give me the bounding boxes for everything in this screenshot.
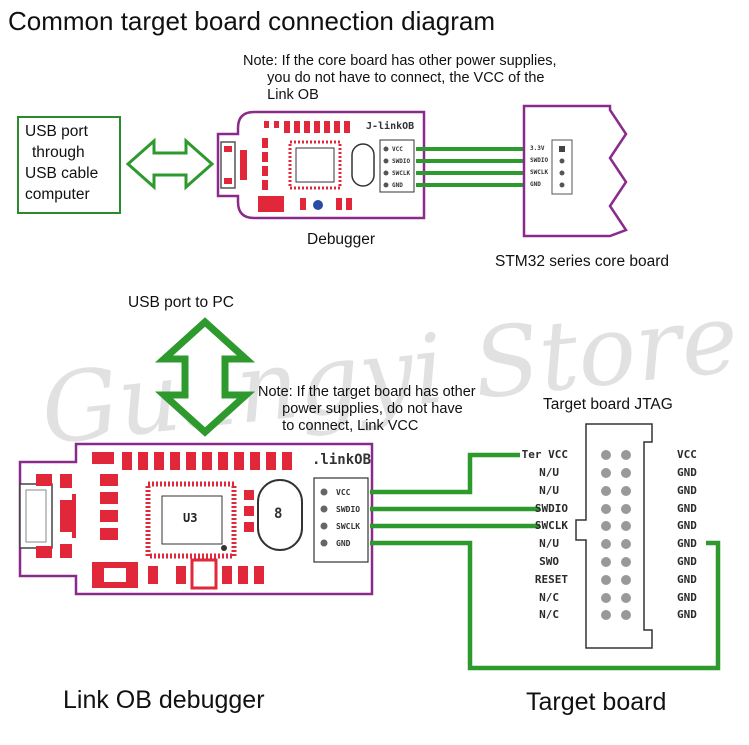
jtag-left-pin-19: N/C [539, 608, 559, 621]
core-board-label: STM32 series core board [495, 253, 670, 270]
jtag-left-pin-7: SWDIO [534, 502, 568, 515]
top-pin-gnd: GND [392, 182, 403, 189]
jtag-right-pin-6: GND [677, 484, 697, 497]
usb-to-pc-arrow [154, 317, 256, 437]
bottom-board-title: .linkOB [312, 452, 372, 468]
top-pin-vcc: VCC [392, 146, 403, 153]
usb-to-pc-label: USB port to PC [128, 294, 234, 311]
bottom-pad-row [92, 452, 292, 588]
jtag-right-pin-16: GND [677, 573, 697, 586]
top-wires [416, 147, 528, 187]
usb-box-line-1: USB port [25, 123, 88, 140]
jtag-left-pin-17: N/C [539, 591, 559, 604]
usb-box-line-4: computer [25, 186, 90, 203]
debugger-pin-swclk: SWCLK [336, 522, 361, 531]
bottom-usb-connector [19, 474, 76, 558]
bottom-note: Note: If the target board has other powe… [258, 384, 476, 434]
jtag-left-pin-1: Ter VCC [521, 448, 568, 461]
bottom-regulator [190, 558, 218, 590]
jtag-right-pin-8: GND [677, 502, 697, 515]
usb-box-line-3: USB cable [25, 165, 99, 182]
debugger-label: Debugger [307, 231, 376, 248]
jtag-left-pin-13: SWO [539, 555, 559, 568]
jtag-right-pin-20: GND [677, 608, 697, 621]
jtag-connector [575, 423, 653, 649]
core-pin-swdio: SWDIO [530, 157, 549, 164]
jtag-title: Target board JTAG [543, 396, 673, 413]
top-double-arrow [125, 137, 215, 191]
target-board-caption: Target board [526, 688, 667, 716]
crystal-label: 8 [274, 506, 283, 522]
jtag-left-pin-15: RESET [534, 573, 568, 586]
debugger-pin-swdio: SWDIO [336, 505, 361, 514]
jtag-pins [601, 450, 631, 620]
page-title: Common target board connection diagram [8, 6, 496, 36]
top-pin-swdio: SWDIO [392, 158, 411, 165]
debugger-pin-vcc: VCC [336, 488, 351, 497]
stm32-core-board [522, 104, 628, 238]
jtag-right-pin-18: GND [677, 591, 697, 604]
top-note: Note: If the core board has other power … [243, 53, 557, 103]
jtag-left-pin-9: SWCLK [534, 519, 568, 532]
top-board-title: J-linkOB [366, 121, 415, 132]
usb-computer-box: USB port through USB cable computer [17, 116, 121, 214]
top-pin-swclk: SWCLK [392, 170, 411, 177]
jtag-right-pin-4: GND [677, 466, 697, 479]
jtag-right-pin-10: GND [677, 519, 697, 532]
jtag-left-pin-5: N/U [539, 484, 559, 497]
debugger-pin-gnd: GND [336, 539, 351, 548]
top-pad-row [258, 121, 352, 212]
bottom-wires [370, 452, 721, 671]
core-pin-swclk: SWCLK [530, 169, 549, 176]
bottom-crystal [257, 479, 303, 551]
jtag-right-pin-2: VCC [677, 448, 697, 461]
usb-box-line-2: through [32, 144, 85, 161]
core-pin-gnd: GND [530, 181, 541, 188]
jtag-left-pin-3: N/U [539, 466, 559, 479]
link-ob-caption: Link OB debugger [63, 686, 265, 714]
jtag-right-pin-14: GND [677, 555, 697, 568]
jtag-right-pin-12: GND [677, 537, 697, 550]
core-pin-3v3: 3.3V [530, 145, 545, 152]
top-usb-connector [220, 141, 236, 189]
top-crystal [351, 143, 375, 187]
jtag-left-pin-11: N/U [539, 537, 559, 550]
chip-label: U3 [183, 511, 198, 525]
